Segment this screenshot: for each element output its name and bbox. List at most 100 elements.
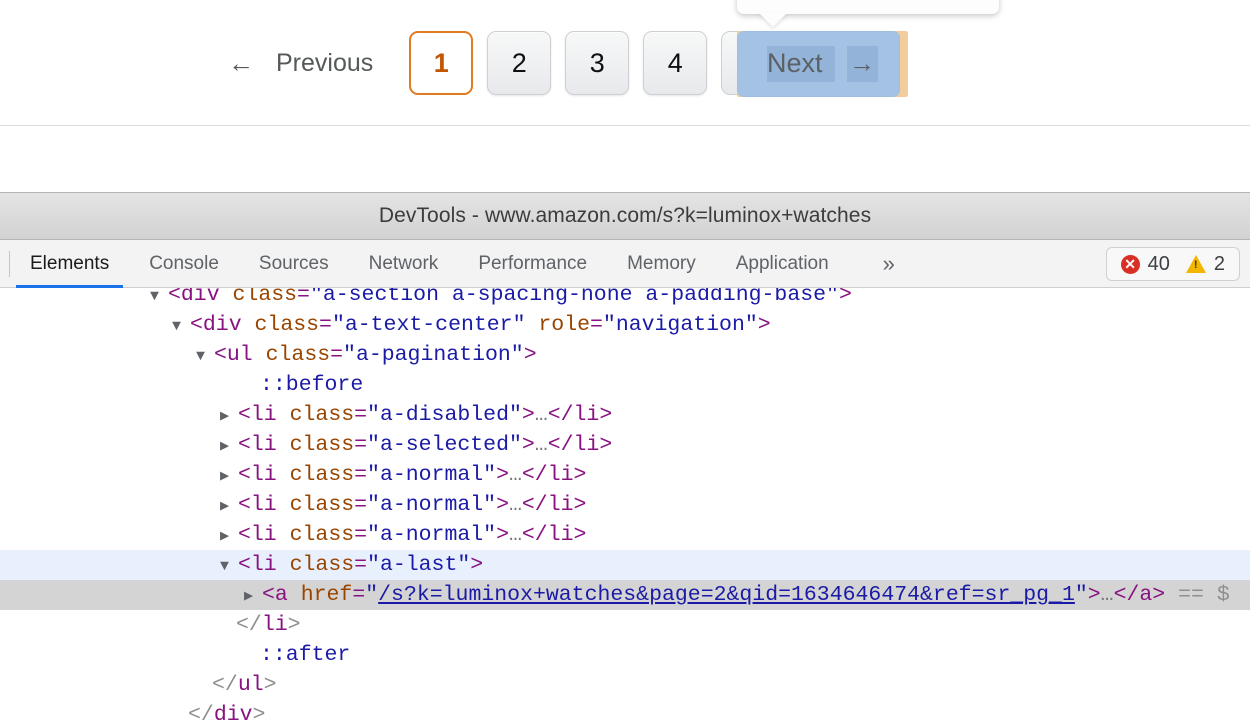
- token-attr: class: [289, 433, 355, 457]
- more-tabs-chevron-icon[interactable]: »: [882, 250, 895, 276]
- tab-memory[interactable]: Memory: [627, 252, 696, 274]
- space: [277, 433, 290, 457]
- tab-network[interactable]: Network: [368, 252, 439, 274]
- tab-application[interactable]: Application: [735, 252, 829, 274]
- token-punct: <: [238, 403, 251, 427]
- row-li-normal-1[interactable]: ▶<li class="a-normal">…</li>: [0, 460, 1250, 490]
- highlighted-arrow-right-icon: →: [849, 48, 875, 78]
- twisty-collapsed-icon[interactable]: ▶: [220, 468, 230, 485]
- token-val: "a-last": [367, 553, 471, 577]
- token-ellip: …: [508, 493, 522, 517]
- token-tag: ul: [226, 343, 253, 367]
- token-tag: li: [250, 553, 277, 577]
- token-val: "a-selected": [367, 433, 522, 457]
- twisty-collapsed-icon[interactable]: ▶: [220, 498, 230, 515]
- row-close-div[interactable]: </div>: [0, 700, 1250, 724]
- token-punct: <: [168, 288, 181, 307]
- twisty-collapsed-icon[interactable]: ▶: [220, 408, 230, 425]
- pagination-page-3[interactable]: 3: [565, 31, 630, 95]
- twisty-expanded-icon[interactable]: ▼: [150, 288, 160, 305]
- token-tag: li: [250, 433, 277, 457]
- space: [288, 583, 301, 607]
- twisty-collapsed-icon[interactable]: ▶: [244, 588, 254, 605]
- space: [277, 403, 290, 427]
- token-punct: =: [590, 313, 603, 337]
- row-ul-pagination[interactable]: ▼<ul class="a-pagination">: [0, 340, 1250, 370]
- token-punct: >: [599, 403, 613, 427]
- token-tag: li: [250, 493, 277, 517]
- token-tag: li: [547, 493, 574, 517]
- space: [253, 343, 266, 367]
- token-punct: <: [238, 493, 251, 517]
- row-li-selected[interactable]: ▶<li class="a-selected">…</li>: [0, 430, 1250, 460]
- token-punct: =: [352, 583, 366, 607]
- row-li-disabled[interactable]: ▶<li class="a-disabled">…</li>: [0, 400, 1250, 430]
- token-eq: == $: [1178, 583, 1230, 607]
- highlighted-next-label: Next: [767, 48, 823, 78]
- pagination-page-1[interactable]: 1: [409, 31, 474, 95]
- token-tag: li: [250, 523, 277, 547]
- twisty-collapsed-icon[interactable]: ▶: [220, 528, 230, 545]
- token-attr: class: [289, 523, 355, 547]
- space: [277, 493, 290, 517]
- token-punct: =: [354, 493, 368, 517]
- token-gray: >: [263, 673, 277, 697]
- token-attr: class: [232, 288, 298, 307]
- token-ellip: …: [534, 403, 548, 427]
- row-div-section[interactable]: ▼<div class="a-section a-spacing-none a-…: [0, 288, 1250, 310]
- token-punct: </: [547, 403, 574, 427]
- row-div-textcenter[interactable]: ▼<div class="a-text-center" role="naviga…: [0, 310, 1250, 340]
- token-punct: >: [573, 523, 587, 547]
- row-close-ul[interactable]: </ul>: [0, 670, 1250, 700]
- twisty-placeholder: [242, 642, 260, 672]
- token-punct: <: [238, 433, 251, 457]
- token-close: li: [261, 613, 288, 637]
- tab-performance[interactable]: Performance: [478, 252, 588, 274]
- error-count: 40: [1147, 252, 1170, 275]
- token-punct: >: [523, 343, 537, 367]
- row-li-normal-3[interactable]: ▶<li class="a-normal">…</li>: [0, 520, 1250, 550]
- row-after[interactable]: ::after: [0, 640, 1250, 670]
- row-li-normal-2[interactable]: ▶<li class="a-normal">…</li>: [0, 490, 1250, 520]
- token-punct: >: [573, 463, 587, 487]
- tab-elements[interactable]: Elements: [10, 240, 129, 288]
- twisty-collapsed-icon[interactable]: ▶: [220, 438, 230, 455]
- viewport-gap: [0, 127, 1250, 192]
- devtools-tabbar: Elements Console Sources Network Perform…: [0, 240, 1250, 288]
- pagination-previous: ← Previous: [228, 49, 373, 78]
- token-punct: =: [319, 313, 332, 337]
- token-punct: >: [757, 313, 771, 337]
- dom-tree-panel[interactable]: ▼<div class="a-section a-spacing-none a-…: [0, 288, 1250, 724]
- token-punct: =: [354, 553, 368, 577]
- row-a-next[interactable]: ▶<a href="/s?k=luminox+watches&page=2&qi…: [0, 580, 1250, 610]
- twisty-expanded-icon[interactable]: ▼: [220, 558, 230, 575]
- href-link[interactable]: /s?k=luminox+watches&page=2&qid=16346464…: [378, 583, 1075, 607]
- issues-badge[interactable]: ✕ 40 2: [1105, 247, 1240, 281]
- pagination-page-4[interactable]: 4: [643, 31, 708, 95]
- space: [220, 288, 233, 307]
- twisty-expanded-icon[interactable]: ▼: [196, 348, 206, 365]
- row-li-last[interactable]: ▼<li class="a-last">: [0, 550, 1250, 580]
- token-val: "a-disabled": [367, 403, 522, 427]
- twisty-placeholder: [170, 702, 188, 724]
- webpage-viewport: ← Previous 1 2 3 4 Next → Next →: [0, 0, 1250, 126]
- token-tag: li: [547, 463, 574, 487]
- tab-console[interactable]: Console: [149, 252, 219, 274]
- tab-sources[interactable]: Sources: [258, 252, 329, 274]
- token-val: "a-normal": [367, 493, 497, 517]
- token-tag: a: [274, 583, 288, 607]
- token-punct: =: [354, 433, 368, 457]
- token-tag: li: [250, 463, 277, 487]
- pagination-page-2[interactable]: 2: [487, 31, 552, 95]
- token-val: "navigation": [602, 313, 758, 337]
- token-punct: >: [496, 523, 509, 547]
- row-before[interactable]: ::before: [0, 370, 1250, 400]
- row-close-li[interactable]: </li>: [0, 610, 1250, 640]
- devtools-titlebar: DevTools - www.amazon.com/s?k=luminox+wa…: [0, 193, 1250, 240]
- token-attr: class: [289, 553, 355, 577]
- warning-count: 2: [1213, 252, 1225, 275]
- token-punct: >: [470, 553, 484, 577]
- arrow-left-icon: ←: [228, 48, 254, 78]
- twisty-expanded-icon[interactable]: ▼: [172, 318, 182, 335]
- space: [242, 313, 255, 337]
